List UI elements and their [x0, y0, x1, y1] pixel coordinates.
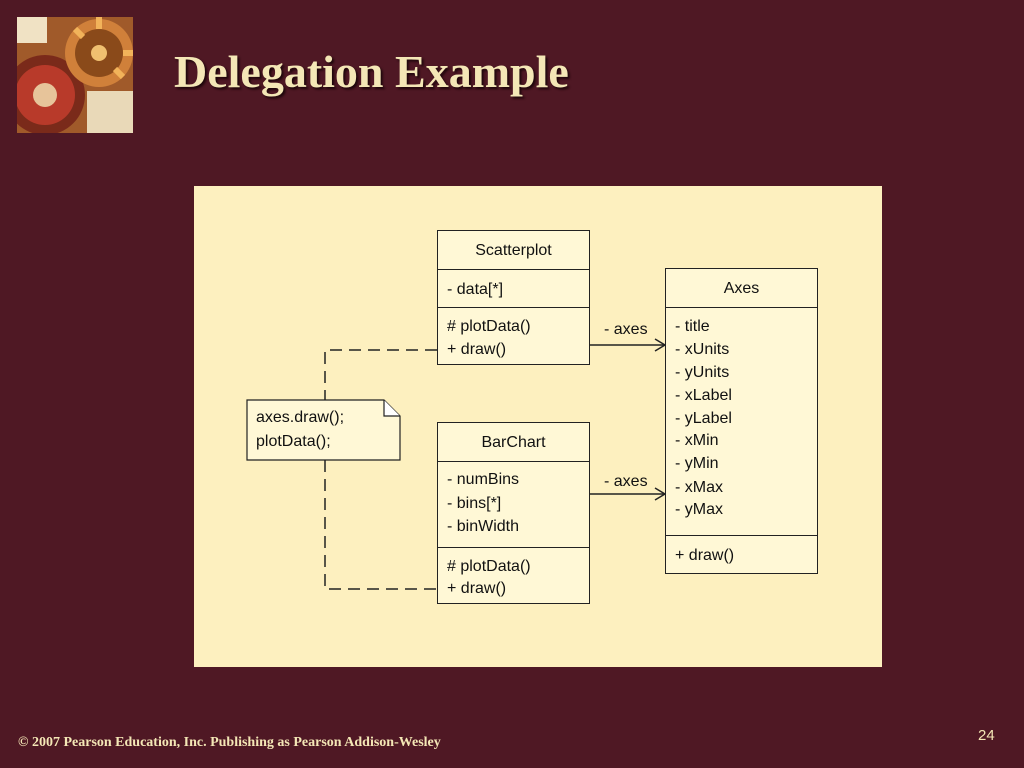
barchart-name-section: BarChart: [438, 423, 589, 461]
copyright-footer: © 2007 Pearson Education, Inc. Publishin…: [18, 735, 441, 750]
scatterplot-class-name: Scatterplot: [475, 242, 552, 259]
axes-attribute: - yMax: [675, 501, 723, 518]
barchart-operations-section: # plotData() + draw(): [438, 547, 589, 603]
barchart-attributes-section: - numBins - bins[*] - binWidth: [438, 461, 589, 548]
axes-attribute: - yLabel: [675, 410, 732, 427]
note-shape: [246, 399, 401, 461]
note-line: plotData();: [256, 433, 331, 450]
axes-attribute: - xMax: [675, 479, 723, 496]
axes-class: Axes - title - xUnits - yUnits - xLabel …: [665, 268, 818, 574]
barchart-attribute: - binWidth: [447, 518, 520, 535]
slide-title: Delegation Example: [174, 46, 569, 97]
barchart-axes-role-label: - axes: [604, 473, 648, 490]
axes-attribute: - xLabel: [675, 387, 732, 404]
axes-attribute: - title: [675, 318, 710, 335]
scatterplot-axes-association: [590, 338, 667, 352]
barchart-attribute: - numBins: [447, 471, 520, 488]
axes-attribute: - xUnits: [675, 341, 730, 358]
barchart-attribute: - bins[*]: [447, 495, 502, 512]
scatterplot-operation: # plotData(): [447, 318, 531, 335]
note-body: [246, 399, 401, 461]
scatterplot-name-section: Scatterplot: [438, 231, 589, 269]
axes-attributes-section: - title - xUnits - yUnits - xLabel - yLa…: [666, 307, 817, 536]
implementation-note: axes.draw(); plotData();: [247, 400, 400, 460]
axes-name-section: Axes: [666, 269, 817, 307]
axes-attribute: - xMin: [675, 432, 719, 449]
scatterplot-axes-role-label: - axes: [604, 321, 648, 338]
axes-operations-section: + draw(): [666, 535, 817, 573]
barchart-class-name: BarChart: [481, 434, 546, 451]
scatterplot-attributes-section: - data[*]: [438, 269, 589, 308]
page-number: 24: [978, 727, 995, 744]
barchart-class: BarChart - numBins - bins[*] - binWidth …: [437, 422, 590, 604]
scatterplot-class: Scatterplot - data[*] # plotData() + dra…: [437, 230, 590, 365]
scatterplot-operations-section: # plotData() + draw(): [438, 307, 589, 364]
note-fold: [383, 400, 400, 417]
axes-class-name: Axes: [723, 280, 760, 297]
axes-operation: + draw(): [675, 547, 735, 564]
axes-attribute: - yMin: [675, 455, 719, 472]
axes-attribute: - yUnits: [675, 364, 730, 381]
scatterplot-attribute: - data[*]: [447, 281, 504, 298]
note-line: axes.draw();: [256, 409, 345, 426]
barchart-operation: + draw(): [447, 580, 507, 597]
scatterplot-operation: + draw(): [447, 341, 507, 358]
barchart-operation: # plotData(): [447, 558, 531, 575]
clock-gears-logo: [17, 17, 133, 133]
note-anchor-dashed-lines: [324, 349, 437, 590]
